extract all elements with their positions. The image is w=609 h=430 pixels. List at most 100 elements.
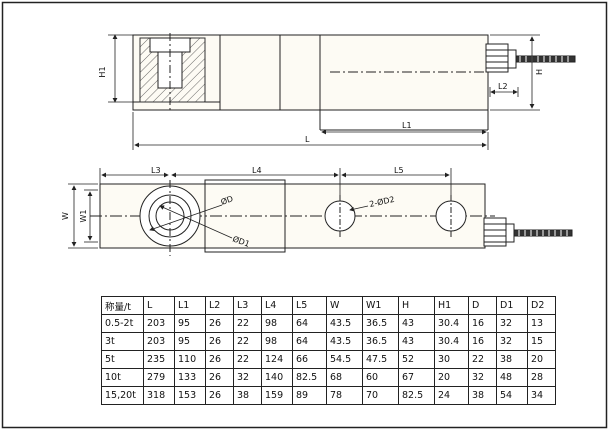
- header-capacity: 称量/t: [101, 296, 144, 315]
- table-cell: 20: [434, 368, 469, 387]
- table-cell: 43: [398, 314, 435, 333]
- table-cell: 95: [174, 332, 206, 351]
- label-W1: W1: [79, 210, 88, 223]
- table-cell: 15: [527, 332, 556, 351]
- table-cell: 98: [261, 314, 293, 333]
- label-L3: L3: [151, 166, 161, 175]
- table-cell: 26: [205, 368, 234, 387]
- table-cell: 22: [468, 350, 497, 369]
- label-L5: L5: [394, 166, 404, 175]
- table-cell: 43.5: [326, 314, 363, 333]
- header-L: L: [143, 296, 175, 315]
- label-L2: L2: [498, 82, 508, 91]
- table-cell: 22: [233, 332, 262, 351]
- table-cell: 68: [326, 368, 363, 387]
- table-cell: 203: [143, 314, 175, 333]
- table-cell: 38: [468, 386, 497, 405]
- table-cell: 54.5: [326, 350, 363, 369]
- label-H: H: [535, 69, 544, 75]
- table-cell: 10t: [101, 368, 144, 387]
- table-cell: 28: [527, 368, 556, 387]
- table-cell: 279: [143, 368, 175, 387]
- table-cell: 5t: [101, 350, 144, 369]
- table-cell: 133: [174, 368, 206, 387]
- table-cell: 60: [362, 368, 399, 387]
- side-view: [132, 33, 576, 131]
- header-L4: L4: [261, 296, 293, 315]
- table-cell: 15,20t: [101, 386, 144, 405]
- table-cell: 82.5: [398, 386, 435, 405]
- header-D: D: [468, 296, 497, 315]
- table-cell: 32: [233, 368, 262, 387]
- table-cell: 22: [233, 350, 262, 369]
- table-cell: 43: [398, 332, 435, 351]
- label-H1: H1: [98, 66, 107, 77]
- header-L5: L5: [292, 296, 327, 315]
- table-cell: 67: [398, 368, 435, 387]
- table-cell: 153: [174, 386, 206, 405]
- table-cell: 38: [496, 350, 528, 369]
- table-cell: 64: [292, 314, 327, 333]
- table-cell: 20: [527, 350, 556, 369]
- table-cell: 203: [143, 332, 175, 351]
- table-cell: 22: [233, 314, 262, 333]
- table-cell: 95: [174, 314, 206, 333]
- table-header-row: 称量/t L L1 L2 L3 L4 L5 W W1 H H1 D D1 D2: [101, 296, 556, 315]
- table-row: 5t 235 110 26 22 124 66 54.5 47.5 52 30 …: [101, 350, 556, 369]
- table-cell: 36.5: [362, 332, 399, 351]
- table-cell: 98: [261, 332, 293, 351]
- header-L1: L1: [174, 296, 206, 315]
- table-cell: 78: [326, 386, 363, 405]
- table-cell: 30.4: [434, 314, 469, 333]
- table-cell: 16: [468, 332, 497, 351]
- table-cell: 26: [205, 386, 234, 405]
- table-cell: 26: [205, 314, 234, 333]
- table-cell: 36.5: [362, 314, 399, 333]
- table-cell: 82.5: [292, 368, 327, 387]
- dimension-table: 称量/t L L1 L2 L3 L4 L5 W W1 H H1 D D1 D2 …: [101, 296, 556, 405]
- top-view: [90, 179, 573, 256]
- header-H: H: [398, 296, 435, 315]
- table-cell: 89: [292, 386, 327, 405]
- table-cell: 66: [292, 350, 327, 369]
- table-cell: 30.4: [434, 332, 469, 351]
- top-dimensions: [68, 168, 452, 249]
- table-cell: 26: [205, 332, 234, 351]
- table-cell: 235: [143, 350, 175, 369]
- table-cell: 38: [233, 386, 262, 405]
- table-cell: 54: [496, 386, 528, 405]
- label-W: W: [61, 212, 70, 220]
- header-H1: H1: [434, 296, 469, 315]
- header-W: W: [326, 296, 363, 315]
- label-L: L: [305, 135, 310, 144]
- label-L4: L4: [252, 166, 262, 175]
- table-cell: 64: [292, 332, 327, 351]
- load-cell-drawing: H1 L1 L L2 H: [61, 33, 576, 256]
- table-cell: 43.5: [326, 332, 363, 351]
- table-cell: 32: [468, 368, 497, 387]
- table-cell: 32: [496, 314, 528, 333]
- header-W1: W1: [362, 296, 399, 315]
- table-cell: 47.5: [362, 350, 399, 369]
- table-cell: 110: [174, 350, 206, 369]
- label-D: ØD: [219, 193, 234, 207]
- header-D1: D1: [496, 296, 528, 315]
- table-cell: 0.5-2t: [101, 314, 144, 333]
- table-row: 0.5-2t 203 95 26 22 98 64 43.5 36.5 43 3…: [101, 314, 556, 333]
- table-cell: 26: [205, 350, 234, 369]
- table-row: 15,20t 318 153 26 38 159 89 78 70 82.5 2…: [101, 386, 556, 405]
- label-L1: L1: [402, 121, 412, 130]
- table-cell: 159: [261, 386, 293, 405]
- table-row: 10t 279 133 26 32 140 82.5 68 60 67 20 3…: [101, 368, 556, 387]
- table-row: 3t 203 95 26 22 98 64 43.5 36.5 43 30.4 …: [101, 332, 556, 351]
- table-cell: 24: [434, 386, 469, 405]
- table-cell: 70: [362, 386, 399, 405]
- header-D2: D2: [527, 296, 556, 315]
- table-cell: 318: [143, 386, 175, 405]
- side-dimensions: [108, 34, 540, 150]
- table-cell: 140: [261, 368, 293, 387]
- table-cell: 52: [398, 350, 435, 369]
- table-cell: 34: [527, 386, 556, 405]
- table-cell: 30: [434, 350, 469, 369]
